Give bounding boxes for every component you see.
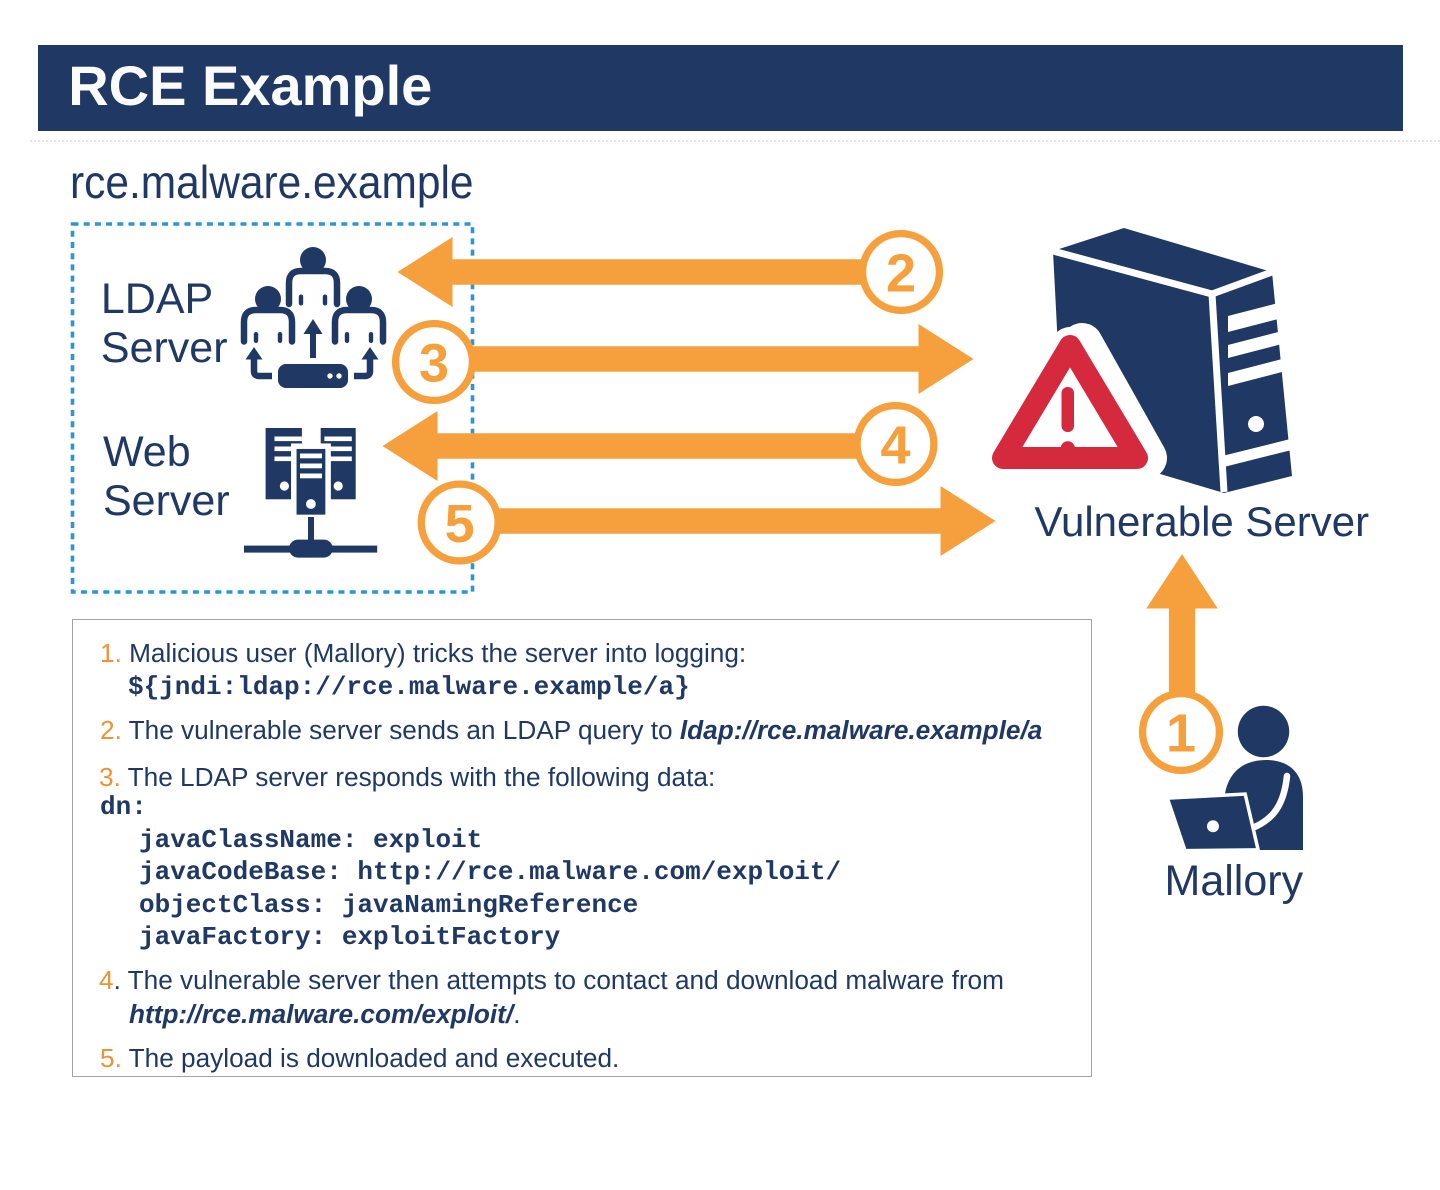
svg-text:3: 3 — [419, 334, 449, 394]
svg-text:5: 5 — [445, 494, 475, 554]
svg-text:4: 4 — [880, 416, 910, 476]
svg-text:2: 2 — [886, 244, 916, 304]
svg-text:1: 1 — [1166, 704, 1196, 764]
